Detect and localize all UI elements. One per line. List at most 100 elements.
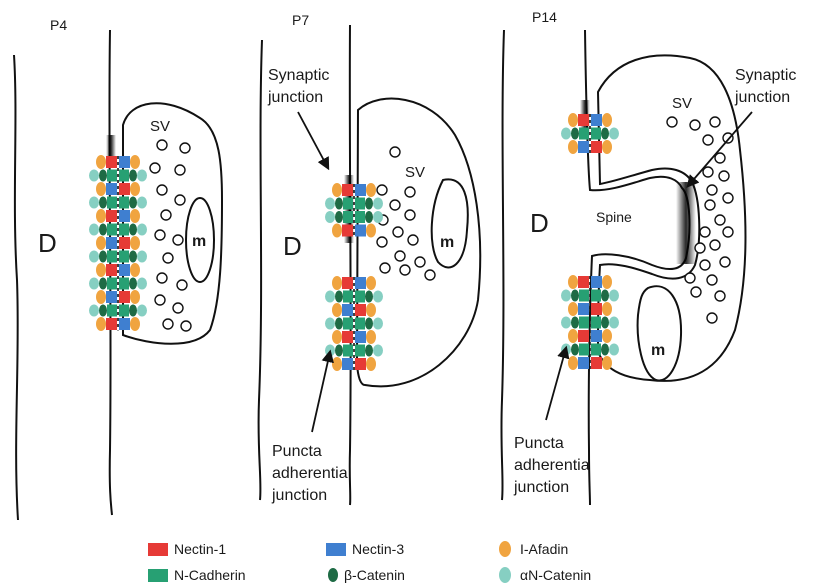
beta-catenin-mark	[99, 170, 107, 182]
beta-catenin-mark	[99, 251, 107, 263]
mito-label-p14: m	[651, 342, 665, 359]
n-cadherin-mark	[107, 224, 117, 236]
beta-catenin-mark	[335, 345, 343, 357]
beta-catenin-mark	[99, 278, 107, 290]
nectin-3-mark	[342, 304, 353, 316]
n-catenin-mark	[325, 198, 335, 210]
beta-catenin-mark	[129, 197, 137, 209]
dendrite-left-membrane-p14	[501, 30, 504, 500]
n-cadherin-mark	[107, 305, 117, 317]
puncta-label-p14-line1: Puncta	[514, 435, 564, 452]
afadin-mark	[130, 182, 140, 196]
n-cadherin-mark	[119, 251, 129, 263]
n-cadherin-mark	[107, 278, 117, 290]
afadin-mark	[96, 317, 106, 331]
n-cadherin-mark	[355, 318, 365, 330]
synaptic-vesicle	[157, 140, 167, 150]
beta-catenin-mark	[99, 305, 107, 317]
n-cadherin-mark	[591, 128, 601, 140]
nectin-3-mark	[355, 225, 366, 237]
synaptic-vesicle	[405, 210, 415, 220]
nectin-3-mark	[578, 141, 589, 153]
panel-p7: P7 D SV m Synaptic junction Puncta adher…	[259, 12, 481, 505]
synaptic-vesicle	[163, 319, 173, 329]
synaptic-vesicle	[703, 167, 713, 177]
puncta-arrow-p7	[312, 352, 330, 432]
synaptic-vesicle	[395, 251, 405, 261]
synaptic-arrow-p7	[298, 112, 328, 168]
nectin-3-mark	[355, 184, 366, 196]
legend-label-alpha-n-catenin: αN-Catenin	[520, 567, 591, 583]
vesicle-label-p7: SV	[405, 164, 425, 181]
n-catenin-mark	[89, 251, 99, 263]
n-catenin-mark	[137, 305, 147, 317]
synaptic-vesicle	[177, 280, 187, 290]
synaptic-vesicle	[155, 295, 165, 305]
n-cadherin-mark	[119, 224, 129, 236]
afadin-mark	[332, 183, 342, 197]
afadin-mark	[568, 356, 578, 370]
synaptic-vesicle	[715, 153, 725, 163]
legend-item-i-afadin: I-Afadin	[499, 541, 568, 557]
synaptic-vesicle	[181, 321, 191, 331]
mito-label-p7: m	[440, 234, 454, 251]
n-catenin-mark	[325, 211, 335, 223]
n-cadherin-mark	[579, 344, 589, 356]
synaptic-vesicle	[705, 200, 715, 210]
beta-catenin-mark	[365, 318, 373, 330]
afadin-mark	[96, 263, 106, 277]
nectin-3-mark	[119, 318, 130, 330]
n-cadherin-mark	[591, 344, 601, 356]
stage-label-p14: P14	[532, 9, 557, 25]
synaptic-vesicle	[163, 253, 173, 263]
afadin-mark	[366, 357, 376, 371]
n-catenin-mark	[89, 278, 99, 290]
beta-catenin-mark	[365, 211, 373, 223]
nectin-3-mark	[106, 237, 117, 249]
beta-catenin-mark	[335, 318, 343, 330]
afadin-mark	[366, 276, 376, 290]
panel-p4: P4 D SV m	[14, 17, 222, 520]
dendrite-label-p14: D	[530, 208, 549, 238]
beta-catenin-mark	[99, 197, 107, 209]
puncta-label-p7-line2: adherentia	[272, 465, 348, 482]
nectin-3-mark	[578, 303, 589, 315]
afadin-mark	[96, 182, 106, 196]
vesicle-label-p14: SV	[672, 95, 692, 112]
afadin-mark	[366, 330, 376, 344]
n-catenin-mark	[609, 317, 619, 329]
n-cadherin-mark	[107, 170, 117, 182]
afadin-mark	[332, 330, 342, 344]
n-cadherin-mark	[355, 211, 365, 223]
synaptic-label-p14-line2: junction	[734, 89, 790, 106]
beta-catenin-mark	[335, 198, 343, 210]
afadin-mark	[602, 140, 612, 154]
synaptic-vesicle	[715, 215, 725, 225]
n-cadherin-mark	[591, 317, 601, 329]
n-catenin-mark	[89, 224, 99, 236]
legend-swatch-alpha-n-catenin	[499, 567, 511, 583]
afadin-mark	[332, 276, 342, 290]
afadin-mark	[568, 302, 578, 316]
nectin-3-mark	[106, 183, 117, 195]
n-cadherin-mark	[355, 345, 365, 357]
afadin-mark	[332, 303, 342, 317]
n-catenin-mark	[609, 290, 619, 302]
synaptic-vesicle	[161, 210, 171, 220]
puncta-label-p14-line3: junction	[513, 479, 569, 496]
legend-label-i-afadin: I-Afadin	[520, 541, 568, 557]
synaptic-vesicle	[155, 230, 165, 240]
n-cadherin-mark	[107, 251, 117, 263]
legend-item-n-cadherin: N-Cadherin	[148, 567, 246, 583]
synaptic-vesicle	[700, 260, 710, 270]
afadin-mark	[602, 113, 612, 127]
synaptic-vesicle	[685, 273, 695, 283]
beta-catenin-mark	[129, 251, 137, 263]
beta-catenin-mark	[601, 317, 609, 329]
n-cadherin-mark	[343, 198, 353, 210]
legend-label-beta-catenin: β-Catenin	[344, 567, 405, 583]
n-catenin-mark	[325, 291, 335, 303]
afadin-mark	[130, 290, 140, 304]
beta-catenin-mark	[571, 344, 579, 356]
nectin-3-mark	[119, 210, 130, 222]
